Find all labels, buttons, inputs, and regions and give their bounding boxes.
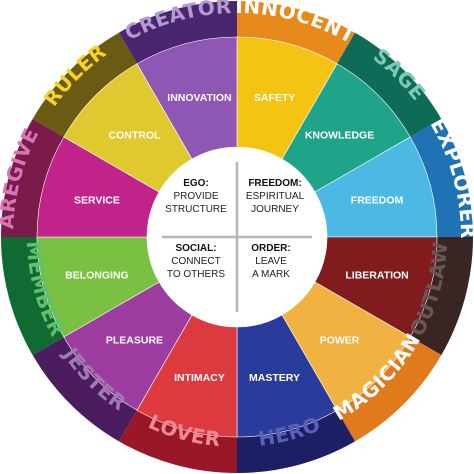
- center-quadrant-freedom: FREEDOM: ESPIRITUAL JOURNEY: [246, 178, 305, 215]
- outer-segment-outlaw: [410, 237, 473, 355]
- quadrant-line: PROVIDE: [173, 191, 218, 202]
- outer-segment-member: [1, 237, 64, 355]
- quadrant-heading: ORDER:: [251, 243, 290, 254]
- outer-segment-lover: [119, 410, 237, 473]
- inner-label-control: CONTROL: [109, 129, 161, 141]
- outer-segment-magician: [337, 337, 442, 442]
- quadrant-heading: FREEDOM:: [248, 178, 301, 189]
- outer-segment-sage: [337, 32, 442, 137]
- quadrant-line: CONNECT: [171, 256, 220, 267]
- outer-segment-caregiver: [1, 119, 64, 237]
- outer-segment-creator: [119, 1, 237, 64]
- outer-segment-jester: [32, 337, 137, 442]
- inner-label-belonging: BELONGING: [65, 270, 129, 282]
- outer-segment-ruler: [32, 32, 137, 137]
- center-quadrant-order: ORDER: LEAVE A MARK: [251, 243, 290, 280]
- outer-segment-explorer: [410, 119, 473, 237]
- center-quadrant-social: SOCIAL: CONNECT TO OTHERS: [167, 243, 225, 280]
- inner-label-safety: SAFETY: [254, 92, 295, 104]
- quadrant-line: A MARK: [252, 269, 290, 280]
- inner-label-knowledge: KNOWLEDGE: [305, 129, 374, 141]
- quadrant-line: TO OTHERS: [167, 269, 225, 280]
- quadrant-heading: SOCIAL:: [175, 243, 216, 254]
- inner-label-pleasure: PLEASURE: [106, 335, 163, 347]
- center-circle: EGO: PROVIDE STRUCTURE FREEDOM: ESPIRITU…: [147, 147, 327, 327]
- quadrant-heading: EGO:: [183, 178, 209, 189]
- center-quadrant-ego: EGO: PROVIDE STRUCTURE: [165, 178, 227, 215]
- quadrant-line: STRUCTURE: [165, 204, 227, 215]
- inner-label-liberation: LIBERATION: [345, 270, 408, 282]
- inner-label-innovation: INNOVATION: [167, 92, 231, 104]
- outer-segment-hero: [237, 410, 355, 473]
- inner-label-power: POWER: [320, 335, 360, 347]
- inner-labels: SAFETY KNOWLEDGE FREEDOM LIBERATION POWER MAS…: [65, 92, 409, 384]
- inner-label-intimacy: INTIMACY: [174, 372, 225, 384]
- outer-segment-innocent: [237, 1, 355, 64]
- quadrant-line: LEAVE: [255, 256, 287, 267]
- quadrant-line: JOURNEY: [251, 204, 299, 215]
- inner-label-mastery: MASTERY: [249, 372, 300, 384]
- inner-label-freedom: FREEDOM: [351, 194, 404, 206]
- inner-label-service: SERVICE: [74, 194, 120, 206]
- quadrant-line: ESPIRITUAL: [246, 191, 305, 202]
